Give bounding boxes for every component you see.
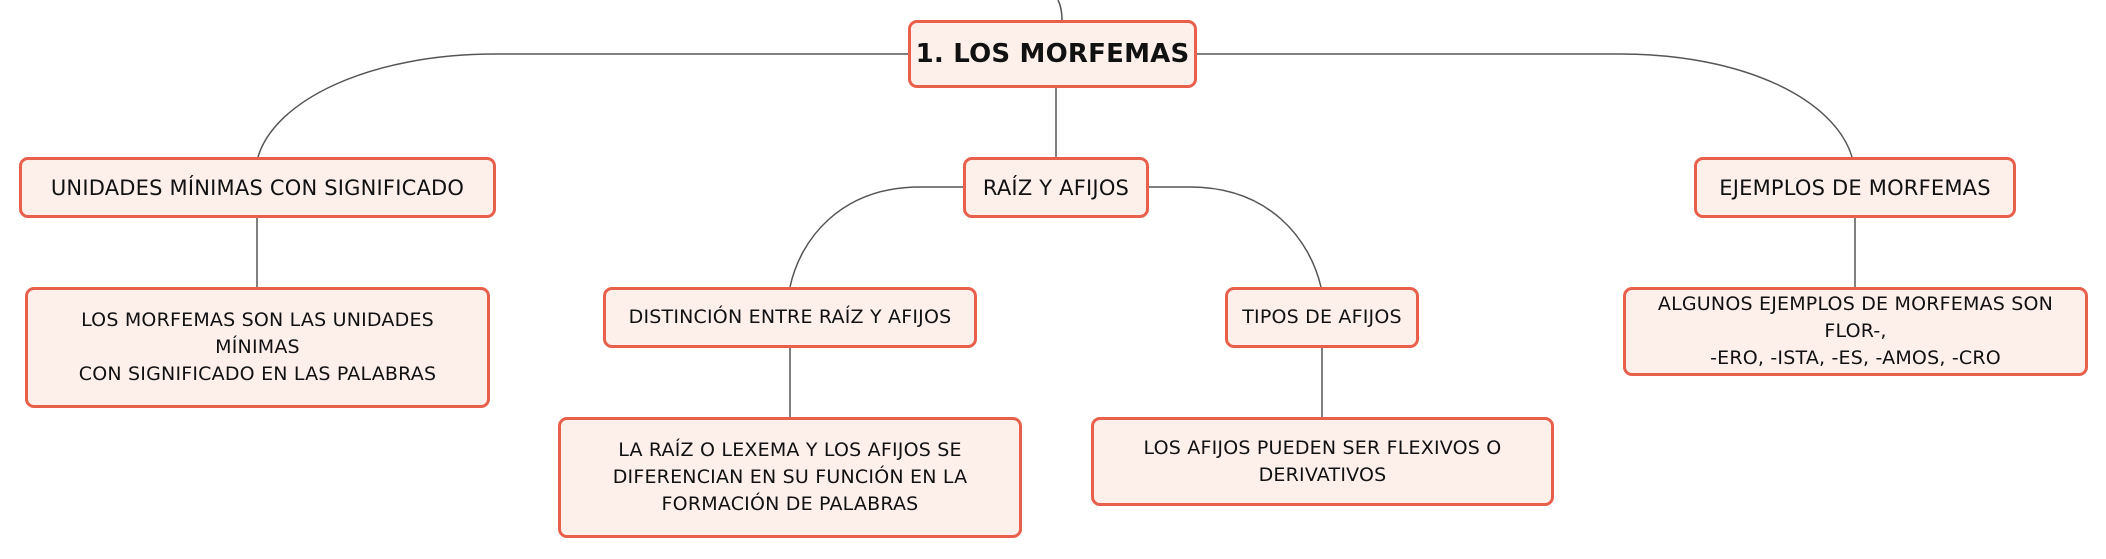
node-distincion-raiz-afijos[interactable]: DISTINCIÓN ENTRE RAÍZ Y AFIJOS	[603, 287, 977, 348]
node-unidades-minimas-description[interactable]: LOS MORFEMAS SON LAS UNIDADES MÍNIMAS CO…	[25, 287, 490, 408]
connector-raiz-to-tipos	[1149, 186, 1322, 288]
node-distincion-description[interactable]: LA RAÍZ O LEXEMA Y LOS AFIJOS SE DIFEREN…	[558, 417, 1022, 538]
node-tipos-de-afijos-label: TIPOS DE AFIJOS	[1242, 306, 1402, 328]
root-node-label: 1. LOS MORFEMAS	[915, 39, 1190, 69]
connector-root-to-unidades	[257, 53, 908, 158]
node-raiz-y-afijos-label: RAÍZ Y AFIJOS	[982, 175, 1130, 200]
node-tipos-de-afijos[interactable]: TIPOS DE AFIJOS	[1225, 287, 1419, 348]
root-node[interactable]: 1. LOS MORFEMAS	[908, 20, 1197, 88]
node-ejemplos-de-morfemas[interactable]: EJEMPLOS DE MORFEMAS	[1694, 157, 2016, 218]
connector-raiz-to-distincion	[789, 186, 963, 288]
node-raiz-y-afijos[interactable]: RAÍZ Y AFIJOS	[963, 157, 1149, 218]
connector-root-to-ejemplos	[1197, 53, 1853, 158]
node-tipos-description[interactable]: LOS AFIJOS PUEDEN SER FLEXIVOS O DERIVAT…	[1091, 417, 1554, 506]
node-distincion-description-text: LA RAÍZ O LEXEMA Y LOS AFIJOS SE DIFEREN…	[612, 439, 968, 515]
node-unidades-minimas-label: UNIDADES MÍNIMAS CON SIGNIFICADO	[50, 175, 465, 200]
node-ejemplos-description[interactable]: ALGUNOS EJEMPLOS DE MORFEMAS SON FLOR-, …	[1623, 287, 2088, 376]
connector-root-parent	[1057, 0, 1063, 21]
node-ejemplos-de-morfemas-label: EJEMPLOS DE MORFEMAS	[1719, 175, 1991, 200]
node-distincion-raiz-afijos-label: DISTINCIÓN ENTRE RAÍZ Y AFIJOS	[628, 306, 952, 328]
node-unidades-minimas[interactable]: UNIDADES MÍNIMAS CON SIGNIFICADO	[19, 157, 496, 218]
node-ejemplos-description-text: ALGUNOS EJEMPLOS DE MORFEMAS SON FLOR-, …	[1657, 293, 2054, 369]
node-tipos-description-text: LOS AFIJOS PUEDEN SER FLEXIVOS O DERIVAT…	[1143, 436, 1502, 486]
node-unidades-minimas-description-text: LOS MORFEMAS SON LAS UNIDADES MÍNIMAS CO…	[78, 309, 437, 385]
